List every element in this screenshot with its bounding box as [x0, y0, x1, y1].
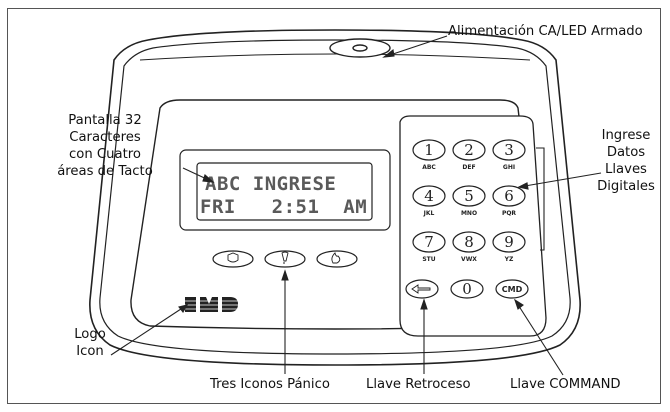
fire-icon — [331, 252, 341, 264]
logo-mark — [185, 297, 238, 312]
key-1-cap[interactable] — [412, 139, 446, 161]
command-key-label: Llave COMMAND — [510, 377, 621, 392]
data-keys-label-line: Datos — [606, 145, 646, 160]
keypad-side-rail — [536, 147, 545, 251]
key-8-number: 8 — [464, 233, 474, 251]
key-7-letters: STU — [422, 256, 435, 263]
key-2-number: 2 — [464, 141, 474, 159]
key-4-number: 4 — [424, 187, 434, 205]
logo-label-line: Logo — [74, 327, 106, 342]
display-label-line: Pantalla 32 — [68, 113, 142, 128]
logo-label-line: Icon — [76, 344, 104, 359]
data-keys-label-line: Digitales — [597, 179, 655, 194]
power-led-label: Alimentación CA/LED Armado — [448, 24, 643, 39]
lcd-line-1: ABC INGRESE — [205, 173, 336, 195]
logo-label: Logo Icon — [70, 326, 110, 360]
key-6-number: 6 — [504, 187, 514, 205]
data-keys-leader — [518, 172, 602, 188]
key-7-number: 7 — [424, 233, 434, 251]
lcd-line-2: FRI 2:51 AM — [200, 196, 367, 218]
dmp-logo — [180, 297, 240, 312]
data-keys-label-line: Llaves — [605, 162, 647, 177]
panic-buttons — [212, 250, 358, 268]
key-9-letters: YZ — [504, 256, 514, 263]
key-0[interactable] — [450, 279, 484, 299]
key-6-cap[interactable] — [492, 185, 526, 207]
key-8-cap[interactable] — [452, 231, 486, 253]
lcd-screen — [196, 162, 373, 221]
keypad-bezel-top — [139, 53, 531, 61]
key-2-cap[interactable] — [452, 139, 486, 161]
key-7-cap[interactable] — [412, 231, 446, 253]
callout-lines — [110, 35, 602, 376]
logo-leader — [110, 304, 188, 356]
key-4-letters: JKL — [423, 210, 435, 217]
cmd-key-label: CMD — [502, 285, 523, 294]
key-1-number: 1 — [424, 141, 434, 159]
key-2-letters: DEF — [462, 164, 475, 171]
key-6-letters: PQR — [502, 210, 516, 217]
data-keys-label: Ingrese Datos Llaves Digitales — [596, 127, 656, 195]
data-keys-label-line: Ingrese — [601, 128, 651, 143]
cmd-key[interactable] — [495, 279, 529, 299]
police-icon — [227, 252, 239, 263]
panic-icons-label: Tres Iconos Pánico — [210, 377, 330, 392]
key-9-number: 9 — [504, 233, 514, 251]
key-4-cap[interactable] — [412, 185, 446, 207]
backspace-key-label: Llave Retroceso — [366, 377, 471, 392]
emergency-icon — [281, 251, 289, 264]
key-8-letters: VWX — [461, 256, 477, 263]
key-3-cap[interactable] — [492, 139, 526, 161]
key-9-cap[interactable] — [492, 231, 526, 253]
fire-panic-button[interactable] — [316, 250, 358, 268]
led-indicator — [352, 44, 368, 52]
power-led-leader — [383, 35, 448, 58]
display-label-line: con Cuatro — [69, 147, 141, 162]
key-3-number: 3 — [504, 141, 514, 159]
diagram-border — [7, 8, 661, 404]
display-label-line: áreas de Tacto — [57, 164, 153, 179]
emergency-panic-button[interactable] — [264, 250, 306, 268]
command-leader — [514, 299, 564, 376]
key-1-letters: ABC — [422, 164, 436, 171]
key-9[interactable]: 9YZ — [492, 231, 526, 263]
display-label-line: Caracteres — [69, 130, 141, 145]
backspace-arrow-icon — [411, 284, 431, 294]
police-panic-button[interactable] — [212, 250, 254, 268]
key-0-label: 0 — [462, 280, 472, 298]
key-5-number: 5 — [464, 187, 474, 205]
key-5-letters: MNO — [461, 210, 477, 217]
display-label: Pantalla 32 Caracteres con Cuatro áreas … — [25, 112, 185, 180]
key-5-cap[interactable] — [452, 185, 486, 207]
key-3-letters: GHI — [503, 164, 515, 171]
